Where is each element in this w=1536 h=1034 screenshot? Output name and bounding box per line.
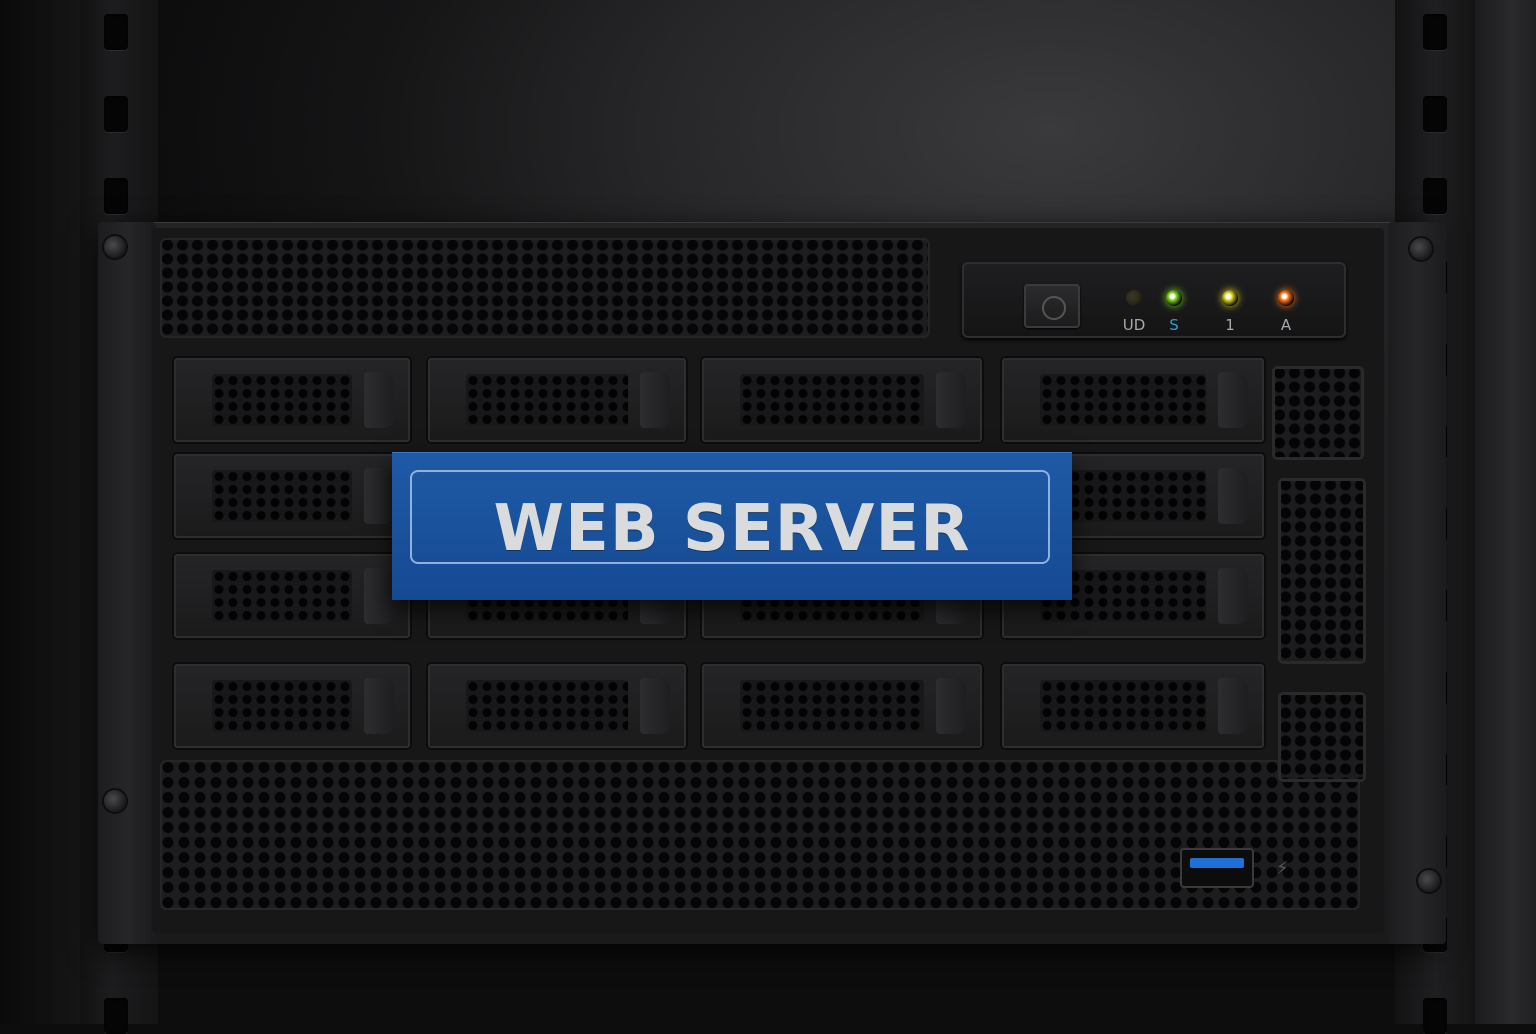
- rack-post-right: [1475, 0, 1536, 1024]
- drive-bay-grill: [1040, 374, 1206, 426]
- side-vent-bay: [1278, 692, 1366, 782]
- led-label-1: 1: [1225, 316, 1235, 334]
- drive-bay-grill: [212, 680, 352, 732]
- led-1: [1222, 290, 1238, 306]
- drive-bay-latch[interactable]: [936, 678, 966, 734]
- screw-icon: [1418, 870, 1440, 892]
- drive-bay-latch[interactable]: [640, 678, 670, 734]
- drive-bay-latch[interactable]: [364, 372, 394, 428]
- drive-bay[interactable]: [172, 552, 412, 640]
- rack-post-left: [0, 0, 80, 1024]
- drive-bay[interactable]: [426, 356, 688, 444]
- screw-icon: [104, 236, 126, 258]
- power-button-icon: [1042, 296, 1066, 320]
- drive-bay-latch[interactable]: [364, 678, 394, 734]
- web-server-label-plate: WEB SERVER: [392, 452, 1072, 600]
- drive-bay-grill: [212, 570, 352, 622]
- led-label-status: S: [1169, 316, 1179, 334]
- side-vent-bay: [1272, 366, 1364, 460]
- drive-bay-grill: [212, 470, 352, 522]
- drive-bay[interactable]: [426, 662, 688, 750]
- drive-bay[interactable]: [1000, 662, 1266, 750]
- label-border: [410, 470, 1050, 564]
- drive-bay-latch[interactable]: [936, 372, 966, 428]
- led-label-activity: A: [1280, 316, 1292, 334]
- rail-mount-hole: [104, 96, 128, 132]
- side-vent-bay: [1278, 478, 1366, 664]
- led-label-uid: UD: [1122, 316, 1146, 334]
- drive-bay[interactable]: [700, 662, 984, 750]
- drive-bay-latch[interactable]: [1218, 468, 1248, 524]
- drive-bay-latch[interactable]: [1218, 372, 1248, 428]
- rail-mount-hole: [104, 178, 128, 214]
- drive-bay-grill: [466, 374, 628, 426]
- rail-mount-hole: [1423, 14, 1447, 50]
- drive-bay[interactable]: [172, 452, 412, 540]
- front-control-panel: UD S 1 A: [962, 262, 1346, 338]
- usb-icon: ⚡: [1276, 858, 1289, 879]
- bottom-vent-grill: [160, 760, 1360, 910]
- rail-mount-hole: [104, 14, 128, 50]
- usb-port-tongue: [1190, 858, 1244, 868]
- drive-bay-grill: [740, 374, 924, 426]
- drive-bay[interactable]: [700, 356, 984, 444]
- drive-bay-latch[interactable]: [1218, 678, 1248, 734]
- led-status: [1166, 290, 1182, 306]
- rail-mount-hole: [1423, 998, 1447, 1034]
- usb-port[interactable]: [1180, 848, 1254, 888]
- drive-bay-grill: [212, 374, 352, 426]
- rail-mount-hole: [1423, 96, 1447, 132]
- screw-icon: [104, 790, 126, 812]
- chassis-ear-right: [1388, 222, 1446, 944]
- drive-bay-grill: [466, 680, 628, 732]
- drive-bay-grill: [1040, 680, 1206, 732]
- top-vent-grill: [160, 238, 930, 338]
- drive-bay-latch[interactable]: [1218, 568, 1248, 624]
- drive-bay[interactable]: [172, 662, 412, 750]
- chassis-ear-left: [98, 222, 156, 944]
- drive-bay[interactable]: [172, 356, 412, 444]
- label-text: WEB SERVER: [493, 492, 971, 566]
- drive-bay-grill: [740, 680, 924, 732]
- drive-bay[interactable]: [1000, 356, 1266, 444]
- drive-bay-latch[interactable]: [364, 568, 394, 624]
- rail-mount-hole: [1423, 178, 1447, 214]
- led-uid: [1126, 290, 1142, 306]
- rail-mount-hole: [104, 998, 128, 1034]
- screw-icon: [1410, 238, 1432, 260]
- drive-bay-latch[interactable]: [640, 372, 670, 428]
- drive-bay-latch[interactable]: [364, 468, 394, 524]
- led-activity: [1278, 290, 1294, 306]
- power-button[interactable]: [1024, 284, 1080, 328]
